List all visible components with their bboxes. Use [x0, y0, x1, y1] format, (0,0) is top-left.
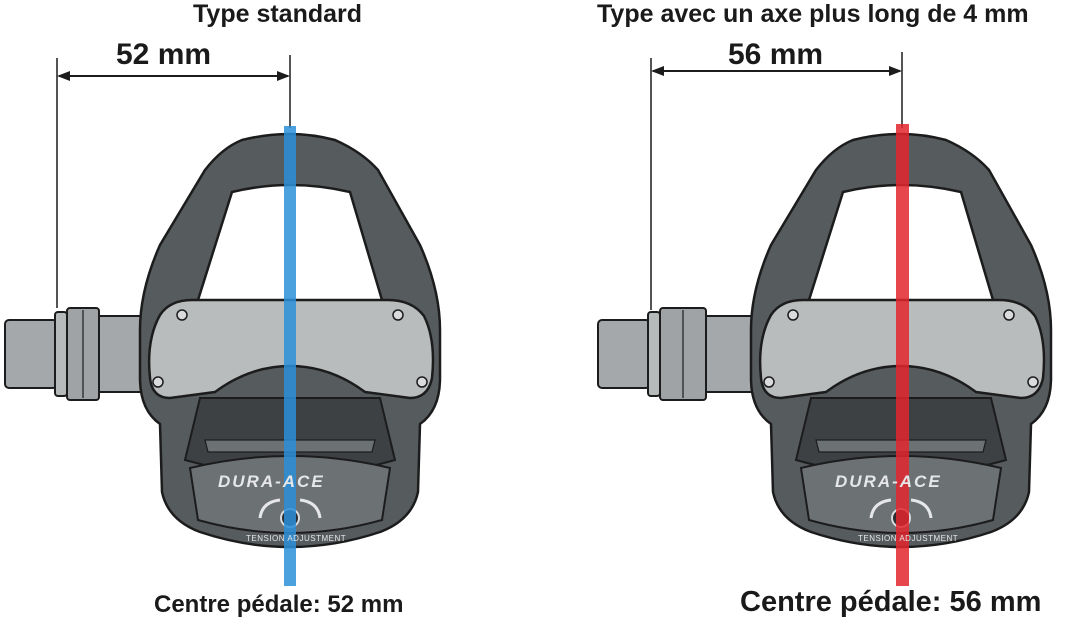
- standard-center-line: [284, 126, 296, 586]
- long-axle-brand-logo: DURA-ACE: [835, 472, 942, 491]
- axle-collar: [647, 311, 661, 397]
- long-axle-title: Type avec un axe plus long de 4 mm: [597, 0, 1029, 28]
- standard-pedal: [4, 132, 442, 549]
- axle-end: [597, 319, 651, 389]
- standard-adjust-label: TENSION ADJUSTMENT: [246, 534, 347, 543]
- standard-caption: Centre pédale: 52 mm: [154, 591, 404, 618]
- long-axle-pedal: [597, 132, 1053, 549]
- long-arrowhead-right: [889, 66, 902, 76]
- standard-brand-logo: DURA-ACE: [218, 472, 325, 491]
- long-arrowhead-left: [651, 66, 664, 76]
- axle-collar: [54, 311, 68, 397]
- long-axle-adjust-label: TENSION ADJUSTMENT: [858, 534, 959, 543]
- standard-title: Type standard: [193, 0, 363, 28]
- standard-arrowhead-left: [57, 71, 70, 81]
- long-axle-pedal-panel: Type avec un axe plus long de 4 mm: [545, 0, 1090, 626]
- standard-pedal-panel: Type standard: [4, 0, 442, 618]
- standard-dimension-label: 52 mm: [116, 38, 212, 71]
- long-axle-caption: Centre pédale: 56 mm: [740, 586, 1042, 618]
- axle-end: [4, 319, 58, 389]
- long-axle-center-line: [896, 124, 909, 586]
- standard-pedal-diagram: [4, 55, 442, 586]
- standard-arrowhead-right: [277, 71, 290, 81]
- long-axle-pedal-diagram: [597, 52, 1053, 586]
- long-axle-dimension-label: 56 mm: [728, 38, 824, 71]
